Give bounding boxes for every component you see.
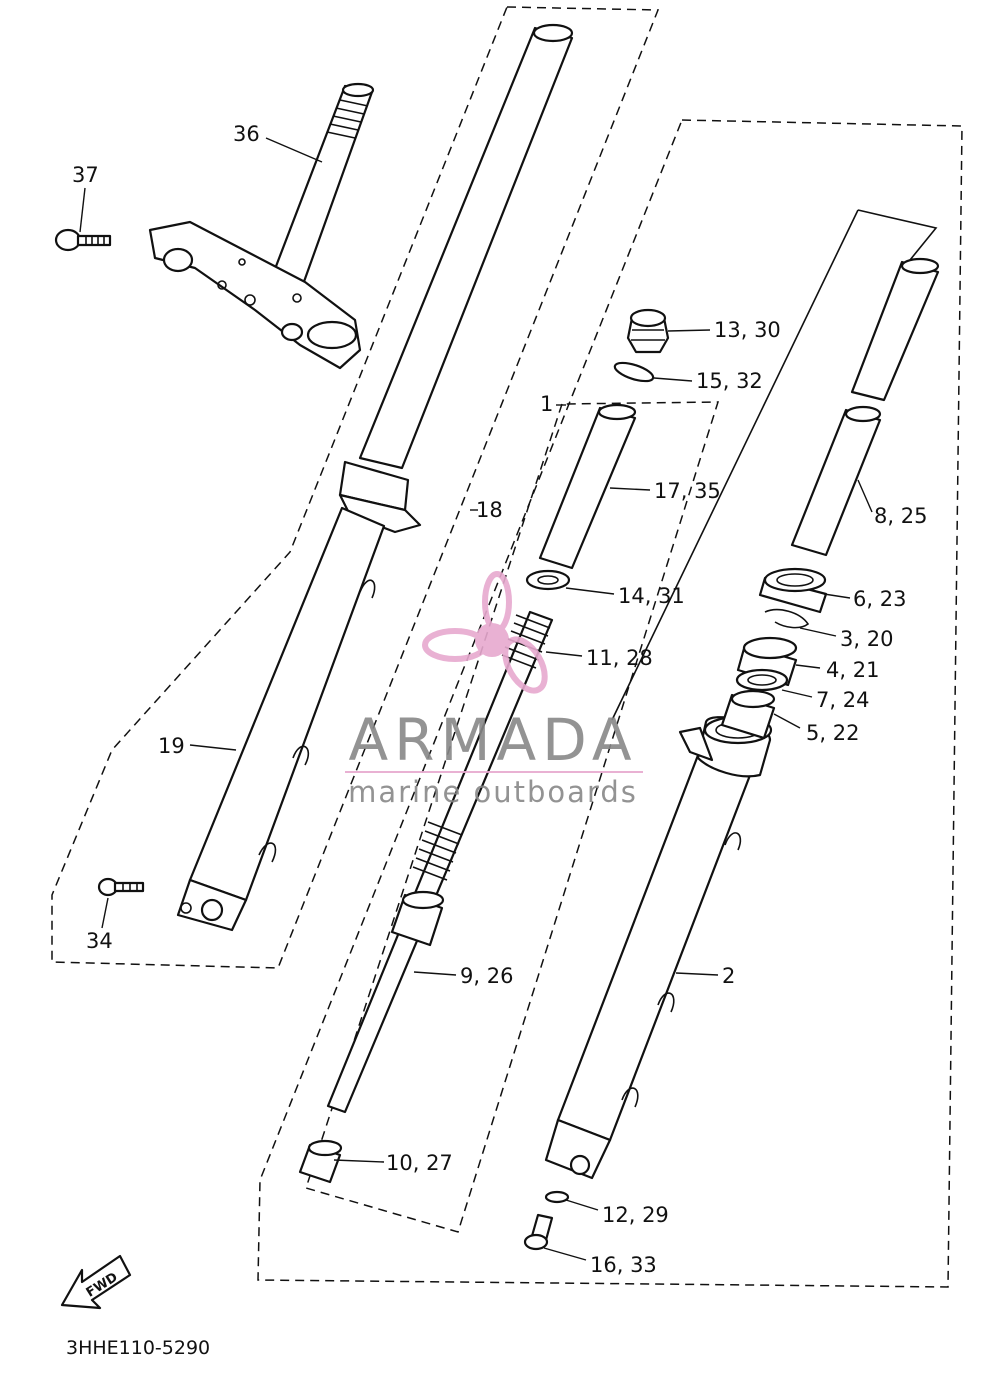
callout-14-31: 14, 31 bbox=[618, 584, 685, 608]
callout-13-30: 13, 30 bbox=[714, 318, 781, 342]
callout-7-24: 7, 24 bbox=[816, 688, 869, 712]
callout-1: 1 bbox=[540, 392, 553, 416]
bolt-part-34 bbox=[97, 877, 145, 897]
spacer-part-17 bbox=[538, 403, 637, 570]
callout-4-21: 4, 21 bbox=[826, 658, 879, 682]
callout-36: 36 bbox=[233, 122, 260, 146]
group-outline-left bbox=[51, 6, 660, 969]
callout-15-32: 15, 32 bbox=[696, 369, 763, 393]
callout-2: 2 bbox=[722, 964, 735, 988]
left-fork-assembly-part-19 bbox=[176, 23, 574, 932]
o-ring-part-15 bbox=[613, 361, 655, 383]
slide-metal-part-5 bbox=[720, 689, 776, 740]
callout-37: 37 bbox=[72, 163, 99, 187]
callout-16-33: 16, 33 bbox=[590, 1253, 657, 1277]
callout-11-28: 11, 28 bbox=[586, 646, 653, 670]
leader-lines bbox=[79, 137, 873, 1261]
group-outline-damper-side bbox=[611, 209, 859, 721]
bolt-part-16 bbox=[523, 1213, 554, 1251]
gasket-part-12 bbox=[544, 1190, 570, 1204]
armada-watermark: ARMADA marine outboards bbox=[345, 571, 643, 809]
callout-19: 19 bbox=[158, 734, 185, 758]
callout-3-20: 3, 20 bbox=[840, 627, 893, 651]
retaining-clip-part-3 bbox=[764, 608, 810, 629]
callout-5-22: 5, 22 bbox=[806, 721, 859, 745]
washer-part-7 bbox=[735, 668, 789, 692]
steering-stem-part-36 bbox=[148, 82, 375, 370]
group-outline-damper bbox=[857, 209, 938, 261]
dust-seal-part-6 bbox=[758, 567, 828, 614]
callout-34: 34 bbox=[86, 929, 113, 953]
bolt-part-37 bbox=[54, 228, 112, 252]
cap-bolt-part-13 bbox=[626, 308, 670, 354]
fwd-arrow-icon: FWD bbox=[60, 1254, 132, 1310]
callout-12-29: 12, 29 bbox=[602, 1203, 669, 1227]
callout-18: 18 bbox=[476, 498, 503, 522]
washer-part-14 bbox=[525, 569, 571, 591]
oil-lock-piece-part-10 bbox=[298, 1139, 343, 1184]
watermark-tagline: marine outboards bbox=[348, 775, 638, 809]
damper-rod-part-9 bbox=[390, 821, 463, 947]
callout-17-35: 17, 35 bbox=[654, 479, 721, 503]
callout-8-25: 8, 25 bbox=[874, 504, 927, 528]
callout-10-27: 10, 27 bbox=[386, 1151, 453, 1175]
watermark-brand: ARMADA bbox=[348, 706, 637, 774]
group-outline-right bbox=[257, 119, 963, 1288]
callout-6-23: 6, 23 bbox=[853, 587, 906, 611]
inner-tube-part-8 bbox=[790, 257, 940, 557]
group-outline-inner-tube bbox=[305, 401, 720, 1233]
callout-9-26: 9, 26 bbox=[460, 964, 513, 988]
propeller-logo-icon bbox=[422, 571, 548, 694]
diagram-code: 3HHE110-5290 bbox=[66, 1337, 210, 1359]
right-outer-tube-part-2 bbox=[544, 715, 773, 1180]
callout-labels: 37 36 34 19 18 1 13, 30 15, 32 17, 35 14… bbox=[72, 122, 927, 1277]
